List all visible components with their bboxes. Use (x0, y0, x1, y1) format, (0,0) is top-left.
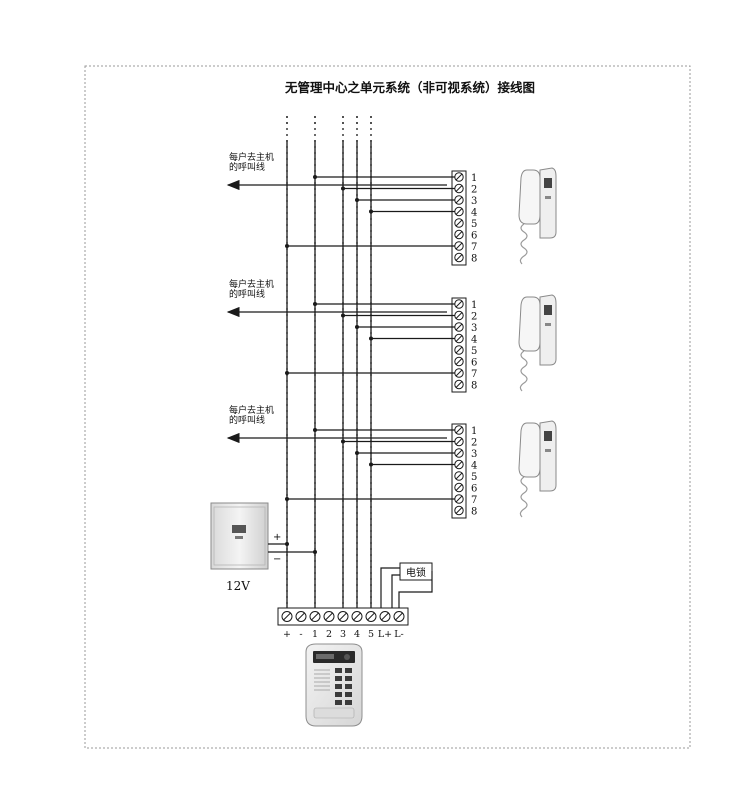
terminal-number: 1 (471, 173, 477, 184)
handset-groups: 每户去主机的呼叫线12345678每户去主机的呼叫线12345678每户去主机的… (226, 151, 557, 519)
handset-phone-icon (518, 294, 557, 392)
door-station (305, 643, 363, 727)
call-line-label: 每户去主机的呼叫线 (229, 404, 274, 426)
terminal-number: 8 (471, 381, 477, 392)
terminal-number: 7 (471, 369, 477, 380)
terminal-number: 1 (471, 426, 477, 437)
diagram-title: 无管理中心之单元系统（非可视系统）接线图 (284, 80, 535, 95)
terminal-number: 4 (471, 335, 477, 346)
power-supply: 12V + − (210, 502, 317, 593)
power-minus-label: − (273, 554, 281, 565)
terminal-number: 2 (471, 312, 477, 323)
handset-phone-icon (518, 420, 557, 518)
terminal-number: 6 (471, 231, 477, 242)
terminal-number: 4 (471, 208, 477, 219)
main-terminal-label: - (299, 629, 302, 640)
terminal-number: 5 (471, 346, 477, 357)
terminal-number: 6 (471, 358, 477, 369)
terminal-number: 3 (471, 323, 477, 334)
terminal-number: 8 (471, 254, 477, 265)
terminal-number: 5 (471, 472, 477, 483)
bus-lines (286, 116, 372, 608)
main-terminal-label: 3 (340, 629, 346, 640)
main-terminal-label: L+ (378, 629, 392, 640)
power-plus-label: + (273, 532, 281, 543)
power-voltage-label: 12V (226, 579, 250, 593)
terminal-number: 8 (471, 507, 477, 518)
terminal-number: 2 (471, 438, 477, 449)
terminal-number: 3 (471, 449, 477, 460)
diagram-border (84, 65, 691, 749)
lock-label: 电锁 (406, 566, 426, 579)
call-line-label: 每户去主机的呼叫线 (229, 151, 274, 173)
handset-phone-icon (518, 167, 557, 265)
terminal-number: 6 (471, 484, 477, 495)
main-terminal-label: 1 (312, 629, 318, 640)
terminal-number: 5 (471, 219, 477, 230)
electric-lock: 电锁 (380, 562, 433, 608)
terminal-number: 4 (471, 461, 477, 472)
main-terminal-label: + (283, 629, 291, 640)
terminal-number: 7 (471, 495, 477, 506)
main-terminal-label: 5 (368, 629, 374, 640)
main-terminal-label: 2 (326, 629, 332, 640)
main-terminal-label: 4 (354, 629, 360, 640)
terminal-number: 1 (471, 300, 477, 311)
main-terminal-label: L- (394, 629, 404, 640)
terminal-number: 7 (471, 242, 477, 253)
terminal-number: 3 (471, 196, 477, 207)
terminal-number: 2 (471, 185, 477, 196)
call-line-label: 每户去主机的呼叫线 (229, 278, 274, 300)
